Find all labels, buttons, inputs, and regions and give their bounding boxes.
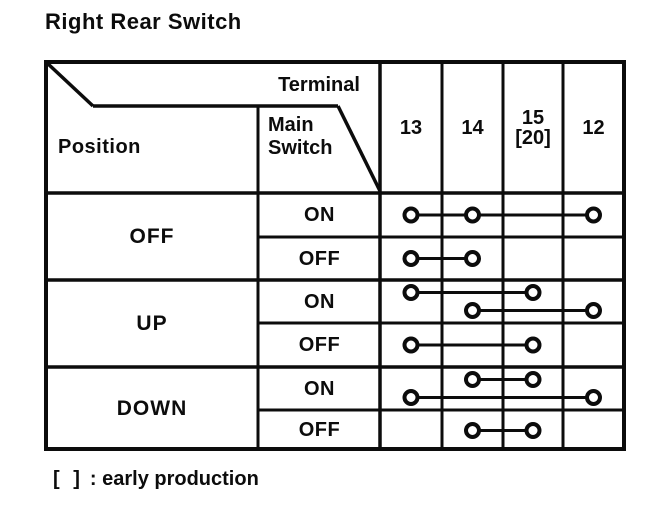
terminal-contact-circle [464,371,481,388]
terminal-col-14: 14 [442,62,503,193]
main-switch-header-line1: Main [268,114,314,136]
terminal-col-13-label: 13 [399,116,423,139]
terminal-contact-circle [524,284,542,301]
page-title: Right Rear Switch [45,9,242,34]
table-grid [44,60,626,451]
terminal-contact-circle [402,250,420,267]
main-switch-cell-down-on: ON [304,377,335,400]
terminal-contact-circle [524,422,542,439]
terminal-contact-circle [402,284,420,301]
terminal-contact-circle [524,336,542,354]
terminal-contact-circle [402,206,420,224]
links-layer [402,206,602,439]
terminal-contact-circle [402,389,420,406]
footnote-text: : early production [89,468,259,490]
terminal-contact-circle [402,336,420,354]
terminal-col-12: 12 [563,62,624,193]
terminal-contact-circle [464,302,481,319]
position-cell-up: UP [136,312,168,335]
terminal-col-15-label: 15 [521,106,545,129]
position-cell-down: DOWN [116,396,188,420]
footnote: [ ] : early production [53,468,259,491]
table-outer-border [44,60,626,451]
terminal-contact-circle [585,302,602,319]
main-switch-header-line2: Switch [268,137,333,159]
header-diagonal-left [44,60,95,108]
terminal-contact-circle [524,371,542,388]
terminal-contact-circle [585,389,602,406]
terminal-col-14-label: 14 [461,116,484,139]
position-header-label: Position [58,136,141,158]
terminal-contact-circle [464,250,481,267]
terminal-col-12-label: 12 [582,116,605,139]
position-cell-off: OFF [129,225,175,248]
terminal-contact-circle [585,206,602,224]
main-switch-header-label: Main Switch [268,114,332,160]
terminal-header-label: Terminal [278,74,360,96]
main-switch-cell-off-on: ON [304,204,335,226]
terminal-col-13: 13 [380,62,442,193]
terminal-col-15: 15 [20] [503,62,563,193]
terminal-col-15-sublabel: [20] [515,126,551,149]
main-switch-cell-up-off: OFF [298,334,341,356]
terminal-contact-circle [464,206,481,224]
main-switch-cell-up-on: ON [304,290,335,313]
main-switch-cell-off-off: OFF [298,247,341,270]
footnote-brackets: [ ] [53,468,80,490]
header-diagonal-right [336,105,382,192]
main-switch-cell-down-off: OFF [298,418,341,441]
terminal-contact-circle [464,422,481,439]
